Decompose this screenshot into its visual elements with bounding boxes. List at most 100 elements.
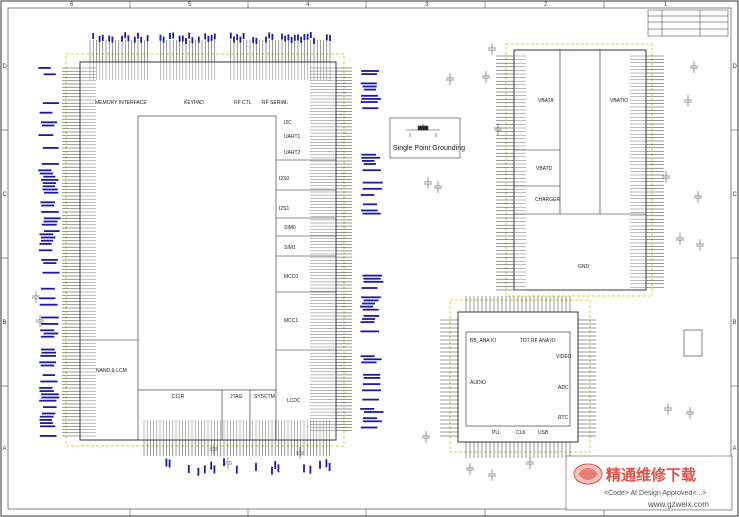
net-label-tag bbox=[39, 400, 56, 402]
net-label-tag bbox=[40, 419, 53, 421]
net-label-tag bbox=[363, 383, 380, 385]
net-label-tag bbox=[297, 34, 299, 40]
net-label-tag bbox=[40, 435, 57, 437]
net-label-tag bbox=[179, 36, 181, 42]
block-uart2: UART2 bbox=[284, 150, 301, 156]
net-label-tag bbox=[236, 466, 238, 474]
block-clk: CLK bbox=[516, 430, 526, 436]
net-label-tag bbox=[41, 349, 55, 351]
net-label-tag bbox=[214, 33, 216, 39]
net-label-tag bbox=[42, 125, 54, 127]
net-label-tag bbox=[363, 278, 380, 280]
net-label-tag bbox=[240, 37, 242, 43]
net-label-tag bbox=[147, 35, 149, 41]
net-label-tag bbox=[40, 381, 57, 383]
block-sim0: SIM0 bbox=[284, 225, 296, 231]
net-label-tag bbox=[137, 33, 139, 39]
net-label-tag bbox=[169, 459, 171, 467]
net-label-tag bbox=[361, 70, 379, 72]
net-label-tag bbox=[268, 32, 270, 38]
net-label-tag bbox=[108, 36, 110, 42]
net-label-tag bbox=[38, 169, 51, 171]
net-label-tag bbox=[41, 240, 53, 242]
net-label-tag bbox=[361, 296, 381, 298]
net-label-tag bbox=[329, 35, 331, 41]
net-label-tag bbox=[211, 35, 213, 41]
block-vbatio: VBATIO bbox=[610, 98, 628, 104]
net-label-tag bbox=[364, 315, 380, 317]
net-label-tag bbox=[361, 427, 378, 429]
net-label-tag bbox=[38, 134, 53, 136]
net-label-tag bbox=[42, 224, 57, 226]
block-mcc0: MCC0 bbox=[284, 274, 298, 280]
net-label-tag bbox=[43, 406, 57, 408]
block-sim1: SIM1 bbox=[284, 245, 296, 251]
block-sysctm: SYSCTM bbox=[254, 394, 275, 400]
net-label-tag bbox=[363, 275, 382, 277]
net-label-tag bbox=[43, 147, 59, 149]
net-label-tag bbox=[210, 462, 212, 470]
block-mcc1: MCC1 bbox=[284, 318, 298, 324]
net-label-tag bbox=[362, 287, 378, 289]
block-pll: PLL bbox=[492, 430, 501, 436]
net-label-tag bbox=[42, 272, 59, 274]
net-label-tag bbox=[140, 37, 142, 43]
net-label-tag bbox=[362, 169, 380, 171]
net-label-tag bbox=[363, 203, 377, 205]
block-audio: AUDIO bbox=[470, 380, 486, 386]
net-label-tag bbox=[310, 32, 312, 38]
net-label-tag bbox=[363, 213, 381, 215]
block-vbata: VBATA bbox=[538, 98, 554, 104]
net-label-tag bbox=[40, 416, 54, 418]
net-label-tag bbox=[362, 160, 375, 162]
net-label-tag bbox=[360, 408, 374, 410]
block-uart1: UART1 bbox=[284, 134, 301, 140]
net-label-tag bbox=[169, 33, 171, 39]
net-label-tag bbox=[361, 355, 375, 357]
net-label-tag bbox=[362, 107, 378, 109]
net-label-tag bbox=[363, 188, 382, 190]
net-label-tag bbox=[364, 377, 381, 379]
net-label-tag bbox=[134, 37, 136, 43]
net-label-tag bbox=[40, 112, 53, 114]
net-label-tag bbox=[284, 36, 286, 42]
net-label-tag bbox=[208, 36, 210, 42]
block-i2s0: I2S0 bbox=[279, 176, 290, 182]
net-label-tag bbox=[243, 33, 245, 39]
net-label-tag bbox=[361, 210, 378, 212]
net-label-tag bbox=[128, 35, 130, 41]
block-video: VIDEO bbox=[556, 354, 572, 360]
net-label-tag bbox=[362, 303, 375, 305]
net-label-tag bbox=[294, 35, 296, 41]
net-label-tag bbox=[362, 389, 381, 391]
net-label-tag bbox=[44, 217, 61, 219]
block-i2c: I2C bbox=[284, 120, 292, 126]
net-label-tag bbox=[362, 399, 379, 401]
block-ccir: CCIR bbox=[172, 394, 185, 400]
net-label-tag bbox=[44, 333, 59, 335]
watermark: 精通维修下载 <Code> At Design Approved<...> ww… bbox=[566, 456, 732, 510]
net-label-tag bbox=[40, 243, 52, 245]
net-label-tag bbox=[102, 35, 104, 41]
row-label: A bbox=[733, 446, 737, 452]
net-label-tag bbox=[274, 461, 276, 469]
block-adc: ADC bbox=[558, 385, 569, 391]
row-label: C bbox=[3, 192, 8, 198]
net-label-tag bbox=[360, 321, 374, 323]
net-label-tag bbox=[319, 461, 321, 469]
net-label-tag bbox=[39, 297, 55, 299]
row-label: D bbox=[733, 64, 738, 70]
net-label-tag bbox=[40, 425, 55, 427]
block-usb: USB bbox=[538, 430, 549, 436]
net-label-tag bbox=[288, 34, 290, 40]
block-gnd: GND bbox=[578, 264, 590, 270]
block-rtc: RTC bbox=[558, 415, 569, 421]
row-label: B bbox=[3, 320, 7, 326]
net-label-tag bbox=[41, 336, 55, 338]
net-label-tag bbox=[291, 37, 293, 43]
net-label-tag bbox=[252, 37, 254, 43]
net-label-tag bbox=[121, 36, 123, 42]
net-label-tag bbox=[230, 33, 232, 39]
